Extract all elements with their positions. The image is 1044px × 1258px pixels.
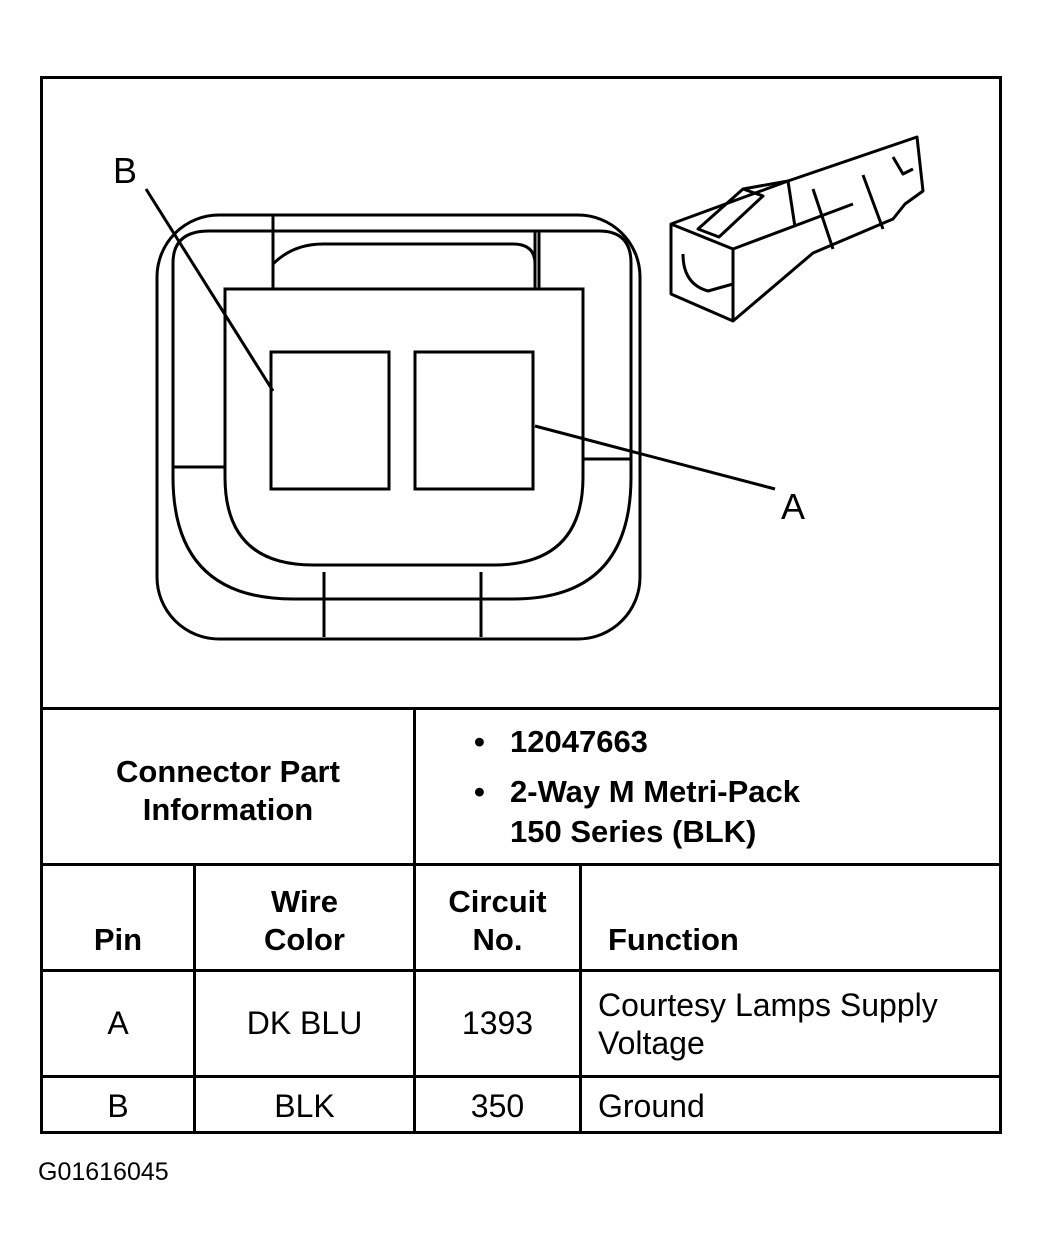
row-b-pin: B xyxy=(107,1087,129,1124)
connector-description-2: 150 Series (BLK) xyxy=(510,813,757,849)
function-column-divider xyxy=(579,863,582,1134)
info-divider xyxy=(43,863,999,866)
info-column-divider xyxy=(413,707,416,1134)
connector-outer-housing xyxy=(155,213,642,641)
row-b-circuit: 350 xyxy=(470,1087,525,1124)
row-a-wire-color: DK BLU xyxy=(246,1005,363,1041)
row-divider xyxy=(43,1075,999,1078)
connector-description-1: 2-Way M Metri-Pack xyxy=(510,773,800,809)
header-divider xyxy=(43,969,999,972)
connector-description-line: • 2-Way M Metri-Pack 150 Series (BLK) xyxy=(474,772,999,852)
row-b-function: Ground xyxy=(598,1087,705,1124)
connector-figure-frame: B A Connector Part Information • 1204766… xyxy=(40,76,1002,1134)
connector-info-details: • 12047663 • 2-Way M Metri-Pack 150 Seri… xyxy=(416,710,999,863)
connector-latch xyxy=(271,242,537,289)
pin-a-callout: A xyxy=(781,486,805,527)
pin-column-divider xyxy=(193,863,196,1134)
figure-id: G01616045 xyxy=(38,1158,169,1186)
connector-face-view xyxy=(144,188,776,641)
pin-a-leader-line xyxy=(534,424,776,491)
header-function: Function xyxy=(608,922,739,957)
part-number: 12047663 xyxy=(510,723,648,759)
part-number-line: • 12047663 xyxy=(474,722,999,762)
connector-inner-wall xyxy=(171,229,633,601)
pin-b-callout: B xyxy=(113,150,137,191)
row-a-circuit: 1393 xyxy=(461,1005,534,1041)
row-a-pin: A xyxy=(107,1005,129,1041)
row-b-wire-color: BLK xyxy=(274,1087,335,1124)
terminal-b-cavity xyxy=(269,350,391,491)
pin-b-leader-line xyxy=(144,188,275,392)
row-a-function: Courtesy Lamps Supply Voltage xyxy=(598,986,938,1061)
connector-isometric-icon xyxy=(669,135,925,323)
header-pin: Pin xyxy=(93,922,143,957)
table-top-border xyxy=(43,707,999,710)
connector-cavity-area xyxy=(223,287,585,567)
terminal-a-cavity xyxy=(413,350,535,491)
connector-info-heading: Connector Part Information xyxy=(116,753,340,827)
connector-face-diagram: B A xyxy=(113,135,925,641)
